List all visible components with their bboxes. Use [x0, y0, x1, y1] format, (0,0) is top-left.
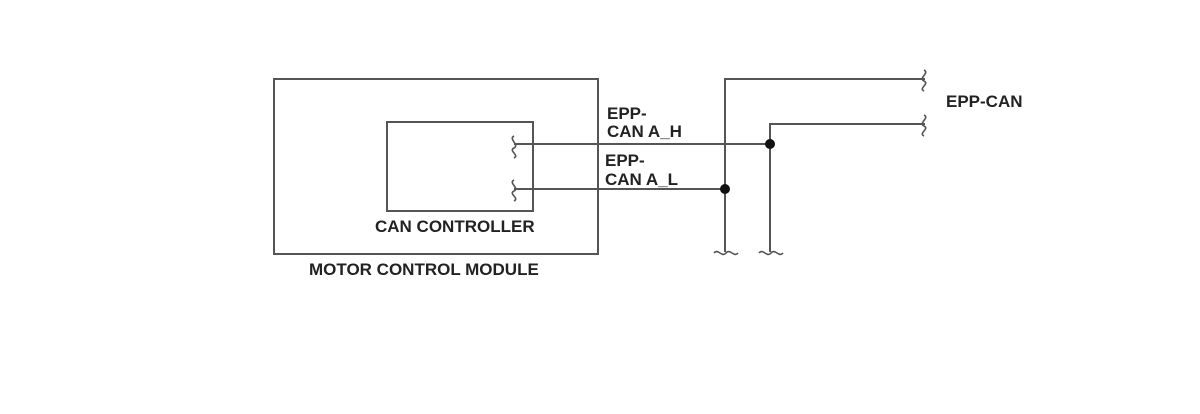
- terminal-break-high: [511, 135, 517, 159]
- junction-dot-high: [765, 139, 775, 149]
- can-a-l-label-line2: CAN A_L: [605, 170, 679, 189]
- bus-line-high: [769, 123, 925, 252]
- epp-can-label: EPP-CAN: [946, 92, 1023, 111]
- terminal-break-low: [511, 179, 517, 202]
- bus-break-bottom-right: [758, 250, 784, 256]
- bus-break-top: [921, 69, 927, 92]
- motor-control-module-box: [273, 78, 599, 255]
- bus-break-bottom-left: [713, 250, 739, 256]
- motor-control-module-label: MOTOR CONTROL MODULE: [309, 260, 539, 279]
- can-controller-box: [386, 121, 534, 212]
- can-a-h-label-line1: EPP-: [607, 104, 647, 123]
- bus-line-low: [724, 78, 925, 252]
- can-controller-label: CAN CONTROLLER: [375, 217, 535, 236]
- can-a-h-label-line2: CAN A_H: [607, 122, 682, 141]
- can-a-l-label-line1: EPP-: [605, 151, 645, 170]
- junction-dot-low: [720, 184, 730, 194]
- bus-break-second: [921, 114, 927, 137]
